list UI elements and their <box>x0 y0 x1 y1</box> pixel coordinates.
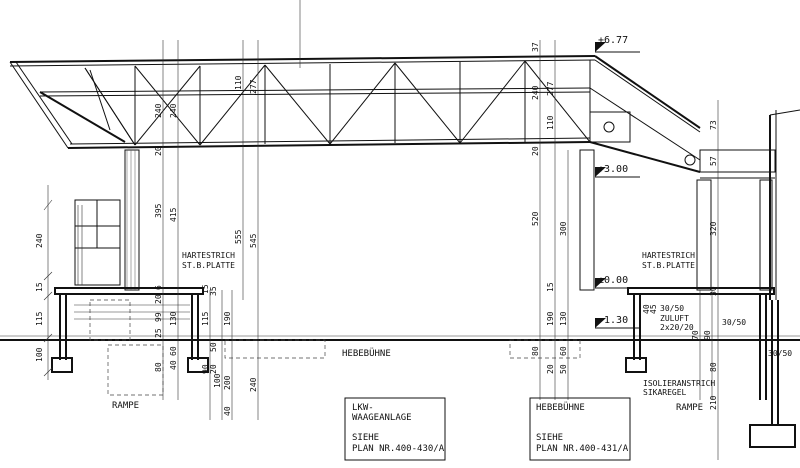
screed-label-left: HARTESTRICH <box>182 251 235 260</box>
lift-box-line: SIEHE <box>536 433 563 443</box>
floor-slabs <box>0 287 800 448</box>
level-flag-icon <box>595 167 606 177</box>
dim-text: 30 <box>709 286 718 296</box>
lift-plan-box <box>529 397 631 461</box>
dim-label: 30/50 <box>722 318 746 327</box>
supply-size-label: 2x20/20 <box>660 323 694 332</box>
dim-text: 545 <box>249 233 258 248</box>
dim-text: 20 <box>546 364 555 374</box>
dim-text: 240 <box>169 103 178 118</box>
dim-text: 520 <box>531 211 540 226</box>
level-zero: ±0.00 <box>598 275 628 286</box>
dim-text: 130 <box>559 311 568 326</box>
dim-text: 395 <box>154 203 163 218</box>
level-markers <box>595 42 640 329</box>
dim-text: 90 <box>703 330 712 340</box>
dim-text: 190 <box>223 311 232 326</box>
scale-box-line: SIEHE <box>352 433 379 443</box>
dim-text: 70 <box>691 330 700 340</box>
dim-text: 57 <box>709 156 718 166</box>
dim-text: 35 <box>209 286 218 296</box>
roof-truss <box>9 55 800 300</box>
dim-text: 200 <box>223 375 232 390</box>
level-texts: +6.77 +3.00 ±0.00 -1.30 <box>598 35 628 326</box>
dim-text: 277 <box>546 81 555 96</box>
supply-air-label: ZULUFT <box>660 314 689 323</box>
dim-text: 60 <box>169 346 178 356</box>
columns <box>124 149 773 291</box>
lift-box-line: PLAN NR.400-431/A <box>536 444 629 454</box>
dim-text: 80 <box>531 346 540 356</box>
level-flag-icon <box>595 42 606 52</box>
dim-text: 240 <box>531 85 540 100</box>
dim-text: 210 <box>709 395 718 410</box>
dim-label: 30/50 <box>768 349 792 358</box>
dim-text: 20 <box>154 146 163 156</box>
lift-box-line: HEBEBÜHNE <box>536 402 585 413</box>
left-wall-opening <box>74 199 121 286</box>
insulation-label-2: SIKAREGEL <box>643 388 687 397</box>
scale-plan-box <box>344 397 446 461</box>
dim-text: 25 <box>154 328 163 338</box>
slab-label-right: ST.B.PLATTE <box>642 261 695 270</box>
dim-label: 30/50 <box>660 304 684 313</box>
dim-text: 99 <box>154 312 163 322</box>
dim-text: 40 <box>642 304 651 314</box>
dim-text: 6 <box>154 285 163 290</box>
scale-box-line: LKW- <box>352 403 374 413</box>
lift-label: HEBEBÜHNE <box>342 348 391 359</box>
dim-text: 15 <box>546 282 555 292</box>
ramp-label-right: RAMPE <box>676 403 703 413</box>
dim-text: 320 <box>709 221 718 236</box>
dim-text: 190 <box>546 311 555 326</box>
dim-text: 50 <box>559 364 568 374</box>
level-upper: +3.00 <box>598 164 628 175</box>
scale-box-line: PLAN NR.400-430/A <box>352 444 445 454</box>
dim-text: 40 <box>169 360 178 370</box>
level-flag-icon <box>595 278 606 288</box>
dim-text: 240 <box>249 377 258 392</box>
dim-text: 277 <box>249 79 258 94</box>
dim-text: 110 <box>234 75 243 90</box>
dim-text: 240 <box>35 233 44 248</box>
dim-text: 555 <box>234 229 243 244</box>
dim-text: 60 <box>559 346 568 356</box>
level-top: +6.77 <box>598 35 628 46</box>
dim-text: 90 <box>201 364 210 374</box>
dim-text: 115 <box>201 311 210 326</box>
dim-text: 20 <box>531 146 540 156</box>
dim-text: 100 <box>35 347 44 362</box>
dimension-texts: 240 15 115 100 240 240 110 277 20 395 41… <box>35 42 718 416</box>
dimension-lines <box>43 0 719 460</box>
level-pit: -1.30 <box>598 315 628 326</box>
dim-text: 37 <box>531 42 540 52</box>
dim-text: 15 <box>201 284 210 294</box>
dim-text: 115 <box>35 311 44 326</box>
dim-text: 130 <box>169 311 178 326</box>
dim-text: 15 <box>35 282 44 292</box>
dim-text: 300 <box>559 221 568 236</box>
screed-label-right: HARTESTRICH <box>642 251 695 260</box>
insulation-label: ISOLIERANSTRICH <box>643 379 715 388</box>
dim-text: 240 <box>154 103 163 118</box>
dim-text: 45 <box>649 304 658 314</box>
annotation-labels: HARTESTRICH ST.B.PLATTE HARTESTRICH ST.B… <box>112 251 792 413</box>
dim-text: 20 <box>209 364 218 374</box>
dim-text: 100 <box>213 373 222 388</box>
dim-text: 73 <box>709 120 718 130</box>
dim-text: 50 <box>209 342 218 352</box>
scale-box-line: WAAGEANLAGE <box>352 413 412 423</box>
dim-text: 20 <box>154 294 163 304</box>
level-flag-icon <box>595 318 606 328</box>
dim-text: 80 <box>154 362 163 372</box>
dim-text: 80 <box>709 362 718 372</box>
dim-text: 415 <box>169 207 178 222</box>
ramp-label-left: RAMPE <box>112 401 139 411</box>
dim-text: 110 <box>546 115 555 130</box>
box-texts: LKW- WAAGEANLAGE SIEHE PLAN NR.400-430/A… <box>352 402 629 454</box>
slab-label-left: ST.B.PLATTE <box>182 261 235 270</box>
dim-text: 40 <box>223 406 232 416</box>
